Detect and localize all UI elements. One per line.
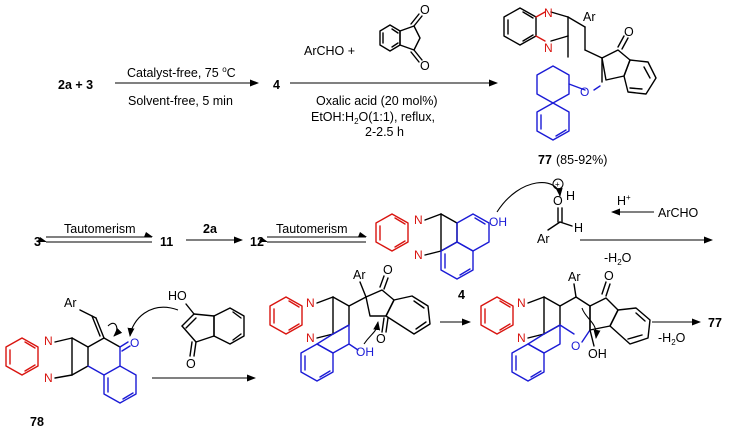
row2-sequence: 3 Tautomerism 11 2a 12 Tautomerism — [34, 222, 367, 249]
step1-condition-bottom: Solvent-free, 5 min — [128, 94, 233, 108]
enol-indandione-structure: HO O — [127, 289, 245, 371]
row2-water-loss: -H2O — [604, 251, 632, 267]
ma-o-top: O — [383, 263, 393, 277]
aldehyde-h: H — [574, 221, 583, 235]
hk-n-top: N — [517, 296, 526, 310]
c4-oh: OH — [489, 215, 507, 229]
aldehyde-oh-h: H — [566, 189, 575, 203]
c4-n-bottom: N — [414, 248, 423, 262]
dione-o-bottom: O — [420, 59, 430, 73]
ma-n-bottom: N — [306, 331, 315, 345]
hk-oh: OH — [588, 347, 607, 361]
indanedione-structure: O O — [379, 3, 430, 73]
cmpd-4-label: 4 — [458, 288, 465, 302]
aldehyde-ar: Ar — [537, 232, 550, 246]
ma-ar: Ar — [353, 268, 366, 282]
cmpd-78-label: 78 — [30, 415, 44, 429]
hk-ar: Ar — [568, 270, 581, 284]
michael-adduct-structure: N N Ar O O OH — [269, 263, 431, 382]
enol-o: O — [186, 357, 196, 371]
p77-o-keto: O — [624, 25, 634, 39]
p77-ar: Ar — [583, 10, 596, 24]
hk-o-keto: O — [604, 269, 614, 283]
plus-charge: + — [555, 180, 560, 189]
row3-water-loss: -H2O — [658, 331, 686, 347]
step2-condition-line1: Oxalic acid (20 mol%) — [316, 94, 438, 108]
c78-o: O — [130, 336, 139, 350]
row3-product-77: 77 — [708, 316, 722, 330]
p77-n-top: N — [544, 6, 553, 20]
ma-n-top: N — [306, 296, 315, 310]
reagent-archo: ArCHO + — [304, 44, 355, 58]
hk-o-ring: O — [571, 339, 580, 353]
product-77-label: 77 — [538, 153, 552, 167]
hk-n-bottom: N — [517, 331, 526, 345]
cmpd-11-label: 11 — [160, 235, 173, 249]
aldehyde-o: O — [553, 194, 563, 208]
reagent-2a-label: 2a — [203, 222, 218, 236]
enol-ho: HO — [168, 289, 187, 303]
ma-o-bottom: O — [376, 332, 386, 346]
cmpd-3-label: 3 — [34, 235, 41, 249]
tautomerism2-label: Tautomerism — [276, 222, 348, 236]
row1-step2: ArCHO + O O Oxalic acid (20 mol%) EtOH:H… — [290, 3, 498, 139]
cmpd-4-structure: N N OH 4 — [375, 213, 507, 302]
hk-elimination-arrow — [581, 307, 601, 339]
cmpd-78-structure: N N Ar O 78 — [5, 296, 139, 429]
c78-n-bottom: N — [44, 371, 53, 385]
protonated-aldehyde: + O H Ar H — [537, 178, 583, 246]
step1-condition-top: Catalyst-free, 75 oC — [127, 65, 236, 80]
row1-step1: 2a + 3 Catalyst-free, 75 oC Solvent-free… — [58, 65, 280, 108]
attack-arrow-row2 — [496, 182, 563, 213]
ma-cyclization-arrow — [363, 321, 381, 345]
enol-attack-arrow — [127, 306, 179, 337]
dione-o-top: O — [420, 3, 430, 17]
archo-label: ArCHO — [658, 206, 699, 220]
c78-electron-arrow — [107, 322, 123, 337]
p77-n-bottom: N — [544, 41, 553, 55]
c4-n-top: N — [414, 213, 423, 227]
intermediate-4-label: 4 — [273, 78, 280, 92]
hemiketal-structure: N N Ar O O OH — [480, 269, 651, 382]
tautomerism1-label: Tautomerism — [64, 222, 136, 236]
step2-condition-line2: EtOH:H2O(1:1), reflux, — [311, 110, 435, 126]
step2-condition-line3: 2-2.5 h — [365, 125, 404, 139]
c78-ar: Ar — [64, 296, 77, 310]
c78-n-top: N — [44, 334, 53, 348]
proton-label: H+ — [617, 193, 631, 208]
ma-oh: OH — [356, 345, 374, 359]
cmpd-12-label: 12 — [250, 235, 264, 249]
product-77-structure: N N Ar O O 77 (85-92%) — [503, 6, 657, 167]
p77-o-ring: O — [580, 85, 589, 99]
product-77-yield: (85-92%) — [556, 153, 607, 167]
reactants-2a-3: 2a + 3 — [58, 78, 93, 92]
